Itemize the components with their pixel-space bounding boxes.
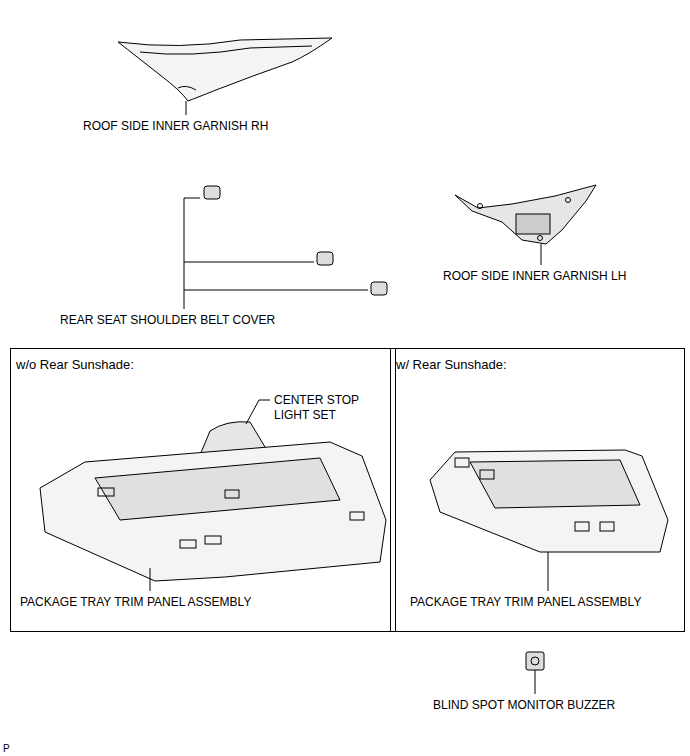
leader-line (535, 670, 536, 694)
buzzer (526, 652, 544, 670)
part-name: CENTER STOP LIGHT SET (274, 393, 360, 423)
bracket-line (184, 262, 314, 263)
variant-panel: w/o Rear Sunshade: (10, 348, 396, 632)
part-name: PACKAGE TRAY TRIM PANEL ASSEMBLY (410, 595, 641, 610)
leader-line (548, 552, 549, 591)
package-tray-detail (205, 536, 221, 544)
buzzer-detail (531, 657, 539, 665)
garnish-rh-detail (178, 86, 196, 90)
part-name: REAR SEAT SHOULDER BELT COVER (60, 313, 275, 328)
bracket-line (184, 290, 368, 291)
package-tray-detail (98, 488, 114, 496)
package-tray-detail (470, 460, 640, 508)
figure-code: P (3, 741, 10, 756)
part-name: ROOF SIDE INNER GARNISH RH (83, 119, 268, 134)
panel-title: w/o Rear Sunshade: (16, 357, 395, 373)
part-name: BLIND SPOT MONITOR BUZZER (433, 698, 615, 713)
garnish-lh (455, 185, 596, 244)
belt-cover (371, 282, 387, 295)
belt-cover (317, 252, 333, 265)
package-tray-detail (575, 522, 589, 531)
part-name: PACKAGE TRAY TRIM PANEL ASSEMBLY (20, 595, 251, 610)
package-tray-detail (480, 470, 494, 479)
package-tray (430, 450, 668, 552)
leader-line (186, 101, 187, 115)
garnish-lh-detail (516, 214, 550, 234)
part-name: ROOF SIDE INNER GARNISH LH (443, 269, 626, 284)
package-tray-detail (455, 458, 469, 467)
leader-line (150, 568, 151, 591)
package-tray (40, 442, 386, 581)
leader-line (246, 400, 270, 424)
package-tray-detail (600, 522, 614, 531)
garnish-rh (118, 38, 332, 101)
garnish-lh-detail (538, 236, 543, 241)
package-tray-detail (180, 540, 196, 548)
package-tray-detail (95, 458, 340, 520)
package-tray-detail (225, 490, 239, 498)
package-tray-detail (350, 512, 364, 520)
garnish-lh-detail (478, 204, 483, 209)
panel-title: w/ Rear Sunshade: (396, 357, 684, 373)
belt-cover (204, 186, 220, 199)
bracket-line (184, 198, 200, 309)
garnish-lh-detail (566, 198, 571, 203)
garnish-rh-detail (140, 46, 312, 54)
leader-line (541, 244, 542, 265)
variant-panel: w/ Rear Sunshade: (390, 348, 685, 632)
